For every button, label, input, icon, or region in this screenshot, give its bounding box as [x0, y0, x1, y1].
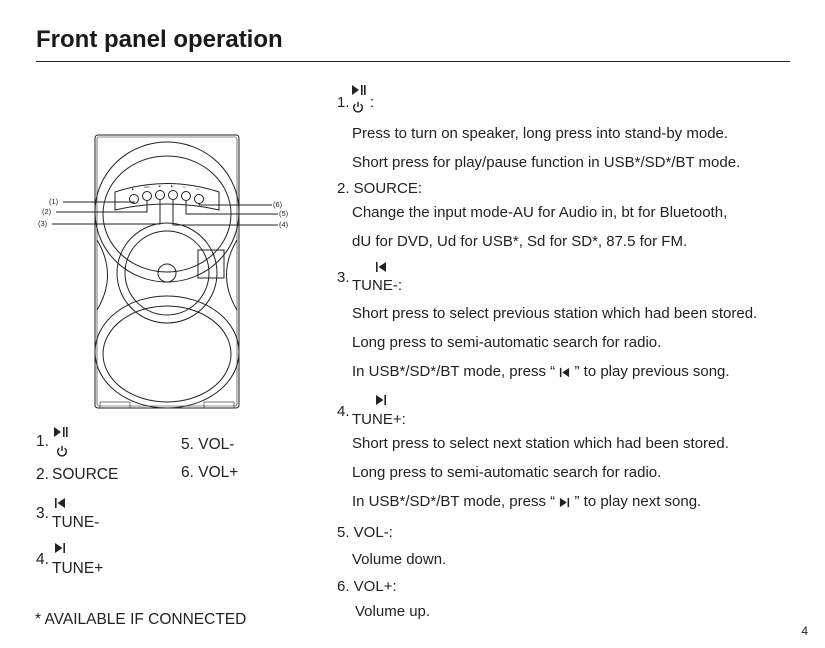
- legend-3-number: 3.: [36, 505, 49, 522]
- play-pause-icon: [54, 427, 68, 437]
- next-icon: [560, 497, 570, 507]
- svg-text:▶: ▶: [132, 187, 135, 191]
- inst-5-heading: 5. VOL-:: [337, 524, 393, 541]
- inst-4-number: 4.: [337, 403, 350, 420]
- speaker-front-panel-diagram: ▶ SRC ◀ ▶ V- V+ (1) (2) (3) (6) (5) (4): [38, 134, 289, 409]
- next-icon: [376, 395, 386, 405]
- inst-3-line-2: Long press to semi-automatic search for …: [352, 334, 662, 351]
- power-icon: [353, 101, 363, 113]
- inst-3-song-post: ” to play previous song.: [574, 363, 730, 380]
- previous-icon: [55, 498, 65, 508]
- play-pause-icon: [352, 85, 366, 95]
- legend-6-vol-plus: 6. VOL+: [181, 464, 239, 481]
- next-icon: [55, 543, 65, 553]
- inst-6-line: Volume up.: [355, 603, 431, 620]
- legend-2-source: SOURCE: [52, 466, 119, 483]
- inst-4-line-2: Long press to semi-automatic search for …: [352, 464, 662, 481]
- inst-4-line-3: In USB*/SD*/BT mode, press “ ” to play n…: [352, 493, 701, 510]
- legend-4-tune-plus: TUNE+: [52, 560, 104, 577]
- previous-icon: [376, 262, 386, 272]
- inst-1-colon: :: [370, 94, 375, 111]
- page-title: Front panel operation: [36, 26, 283, 53]
- legend-3-tune-minus: TUNE-: [52, 514, 100, 531]
- svg-text:V+: V+: [196, 187, 200, 191]
- callout-1: (1): [49, 197, 59, 206]
- title-divider: [36, 61, 790, 62]
- inst-3-number: 3.: [337, 269, 350, 286]
- svg-text:V-: V-: [183, 185, 186, 189]
- inst-3-song-pre: In USB*/SD*/BT mode, press “: [352, 363, 556, 380]
- inst-4-song-pre: In USB*/SD*/BT mode, press “: [352, 493, 556, 510]
- legend-2-number: 2.: [36, 466, 49, 483]
- svg-text:SRC: SRC: [144, 185, 151, 189]
- inst-4-line-1: Short press to select next station which…: [352, 435, 729, 452]
- footnote: * AVAILABLE IF CONNECTED: [35, 611, 247, 628]
- inst-2-line-1: Change the input mode-AU for Audio in, b…: [352, 204, 728, 221]
- inst-1-number: 1.: [337, 94, 350, 111]
- callout-6: (6): [273, 200, 283, 209]
- svg-text:◀: ◀: [158, 184, 161, 188]
- legend-5-vol-minus: 5. VOL-: [181, 436, 235, 453]
- inst-1-line-1: Press to turn on speaker, long press int…: [352, 125, 729, 142]
- legend-4-number: 4.: [36, 551, 49, 568]
- legend-1-number: 1.: [36, 433, 49, 450]
- inst-4-heading: TUNE+:: [352, 411, 406, 428]
- callout-3: (3): [38, 219, 48, 228]
- callout-4: (4): [279, 220, 289, 229]
- inst-5-line: Volume down.: [352, 551, 447, 568]
- inst-3-line-1: Short press to select previous station w…: [352, 305, 758, 322]
- inst-6-heading: 6. VOL+:: [337, 578, 397, 595]
- inst-4-song-post: ” to play next song.: [574, 493, 702, 510]
- svg-text:▶: ▶: [171, 184, 174, 188]
- previous-icon: [560, 367, 570, 377]
- inst-2-line-2: dU for DVD, Ud for USB*, Sd for SD*, 87.…: [352, 233, 688, 250]
- callout-2: (2): [42, 207, 52, 216]
- inst-3-heading: TUNE-:: [352, 277, 402, 294]
- inst-2-heading: 2. SOURCE:: [337, 180, 423, 197]
- callout-5: (5): [279, 209, 289, 218]
- page-number: 4: [801, 624, 808, 638]
- inst-1-line-2: Short press for play/pause function in U…: [352, 154, 741, 171]
- power-icon: [57, 445, 67, 457]
- inst-3-line-3: In USB*/SD*/BT mode, press “ ” to play p…: [352, 363, 730, 380]
